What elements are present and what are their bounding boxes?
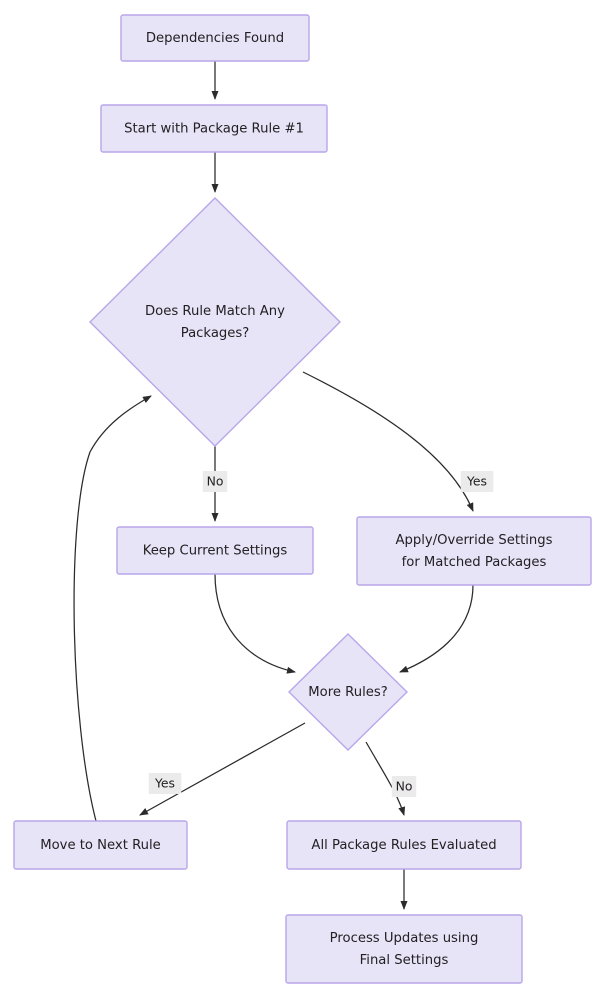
node-shape-rect xyxy=(13,820,188,870)
edge-label-background xyxy=(202,471,228,492)
node-label: More Rules? xyxy=(308,685,387,700)
node-label: Apply/Override Settings xyxy=(395,533,552,548)
node-label: Keep Current Settings xyxy=(143,544,288,559)
node-label: Dependencies Found xyxy=(146,31,284,46)
node-more-rules[interactable]: More Rules? xyxy=(288,633,408,751)
node-label: Final Settings xyxy=(360,953,449,968)
node-shape-rect xyxy=(100,104,328,153)
node-label: for Matched Packages xyxy=(402,555,547,570)
node-label: Move to Next Rule xyxy=(40,838,161,853)
edge-label-background xyxy=(391,776,417,797)
edge-more-rules-to-move-to-next-rule xyxy=(139,722,306,816)
node-shape-diamond xyxy=(288,633,408,751)
node-all-package-rules-evaluated[interactable]: All Package Rules Evaluated xyxy=(286,820,522,870)
edge-label-background xyxy=(148,773,182,794)
edge-label-more-rules-yes: Yes xyxy=(148,773,182,794)
node-keep-current-settings[interactable]: Keep Current Settings xyxy=(116,526,314,575)
edge-move-to-next-rule-to-does-rule-match-any-packages xyxy=(73,395,152,822)
edge-label-background xyxy=(460,471,494,492)
edge-label-text: Yes xyxy=(466,474,487,489)
node-start-with-package-rule[interactable]: Start with Package Rule #1 xyxy=(100,104,328,153)
edge-does-rule-match-any-packages-to-apply-override-settings xyxy=(302,371,474,512)
node-move-to-next-rule[interactable]: Move to Next Rule xyxy=(13,820,188,870)
edge-label-more-rules-no: No xyxy=(391,776,417,797)
edge-more-rules-to-all-package-rules-evaluated xyxy=(365,741,406,816)
node-label: Process Updates using xyxy=(330,931,479,946)
edge-label-does-rule-match-any-packages-no: No xyxy=(202,471,228,492)
node-dependencies-found[interactable]: Dependencies Found xyxy=(120,14,310,62)
node-apply-override-settings[interactable]: Apply/Override Settings for Matched Packa… xyxy=(356,516,592,586)
node-shape-rect xyxy=(116,526,314,575)
node-label: Packages? xyxy=(181,326,250,341)
edge-label-text: No xyxy=(207,474,224,489)
node-shape-rect xyxy=(285,914,523,984)
edge-apply-override-settings-to-more-rules xyxy=(399,584,474,673)
edge-label-does-rule-match-any-packages-yes: Yes xyxy=(460,471,494,492)
edge-keep-current-settings-to-more-rules xyxy=(214,573,296,674)
edge-label-text: No xyxy=(396,779,413,794)
node-shape-diamond xyxy=(89,197,341,447)
node-label: All Package Rules Evaluated xyxy=(311,838,496,853)
node-label: Start with Package Rule #1 xyxy=(124,122,304,137)
node-shape-rect xyxy=(356,516,592,586)
node-label: Does Rule Match Any xyxy=(145,304,285,319)
node-shape-rect xyxy=(286,820,522,870)
node-shape-rect xyxy=(120,14,310,62)
edge-label-text: Yes xyxy=(154,776,175,791)
